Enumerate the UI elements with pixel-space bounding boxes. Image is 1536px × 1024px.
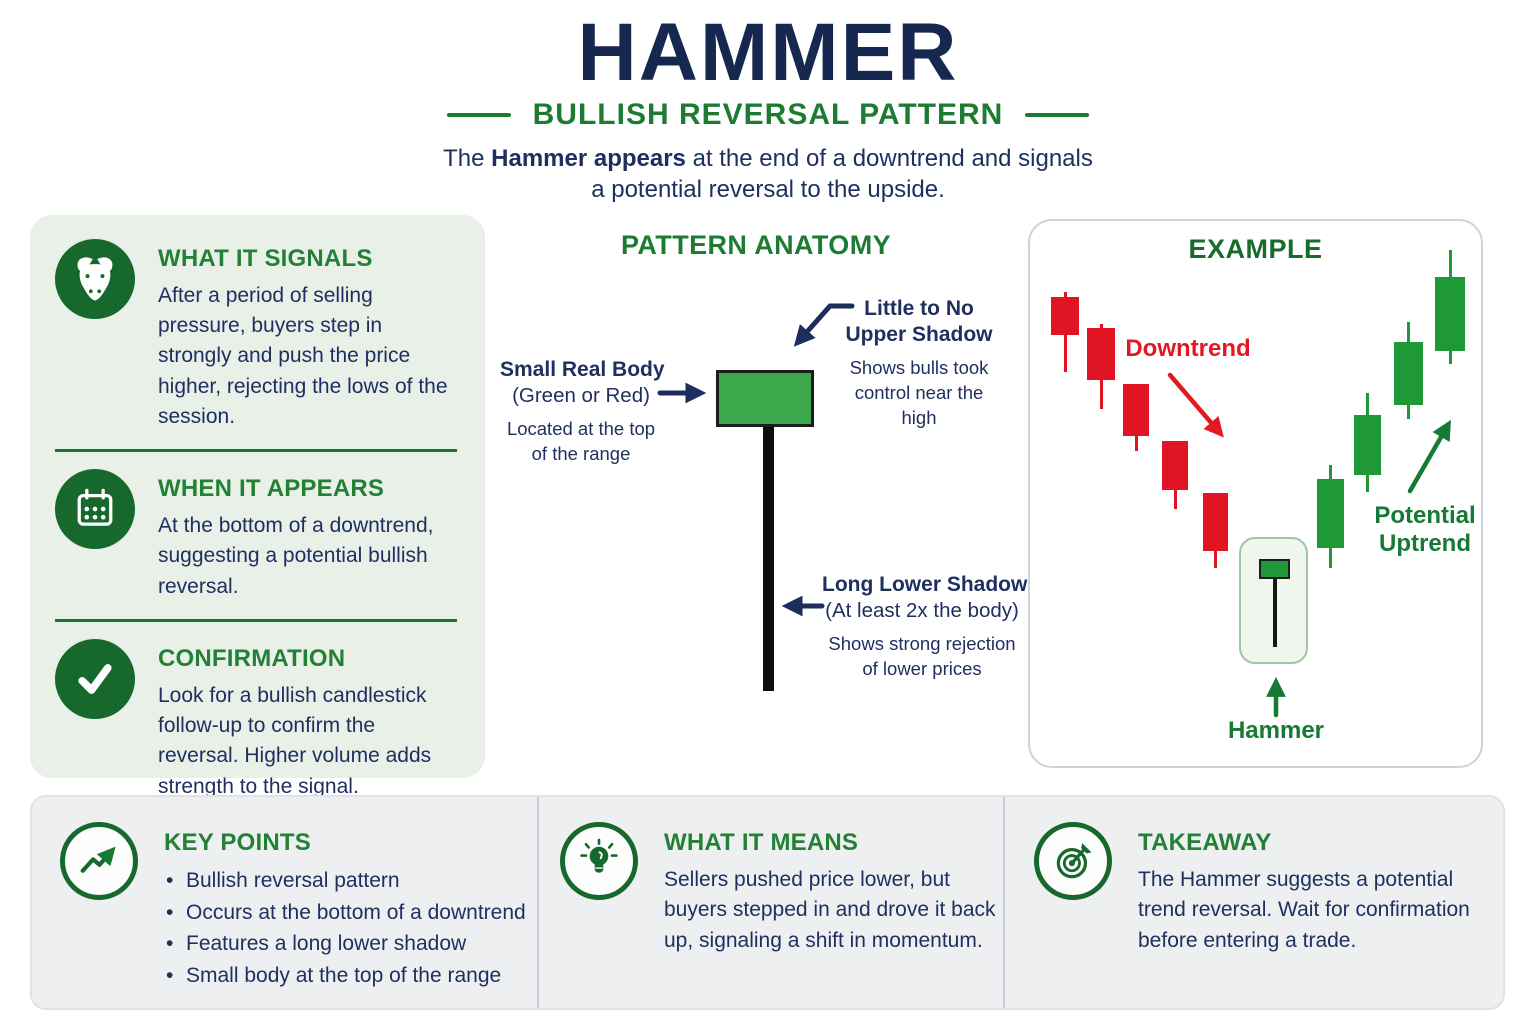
- bearish-candle-body: [1123, 384, 1149, 436]
- candle-lower-wick: [1214, 551, 1217, 568]
- section-key-points: KEY POINTS Bullish reversal patternOccur…: [32, 797, 539, 1008]
- signals-panel: WHAT IT SIGNALS After a period of sellin…: [30, 215, 485, 798]
- hammer-pointer-arrow: [1266, 677, 1286, 718]
- checkmark-icon: [55, 638, 135, 719]
- target-icon: [1034, 822, 1112, 900]
- page-title: HAMMER: [577, 7, 959, 98]
- description-prefix: The: [443, 145, 492, 172]
- downtrend-label: Downtrend: [1125, 335, 1251, 362]
- uptrend-arrow: [1407, 419, 1451, 494]
- bull-icon: [55, 239, 135, 319]
- bullet-item: Occurs at the bottom of a downtrend: [164, 897, 526, 929]
- label-title: Little to No Upper Shadow: [845, 297, 993, 346]
- subtitle-right-dash: [1025, 113, 1090, 117]
- uptrend-label: Potential Uptrend: [1374, 502, 1476, 557]
- bullish-candle-body: [1435, 277, 1465, 351]
- bullet-item: Small body at the top of the range: [164, 960, 526, 992]
- section-heading: WHAT IT MEANS: [664, 829, 859, 856]
- section-heading: TAKEAWAY: [1138, 829, 1272, 856]
- candle-upper-wick: [1366, 393, 1369, 415]
- section-body: After a period of selling pressure, buye…: [158, 284, 448, 428]
- label-note: Shows strong rejection of lower prices: [828, 633, 1016, 680]
- subtitle-left-dash: [446, 113, 511, 117]
- label-title: Small Real Body: [500, 358, 665, 381]
- subtitle-row: BULLISH REVERSAL PATTERN: [0, 98, 1536, 132]
- description-bold: Hammer appears: [491, 145, 686, 172]
- bullet-item: Bullish reversal pattern: [164, 865, 526, 897]
- page-subtitle: BULLISH REVERSAL PATTERN: [532, 98, 1004, 131]
- section-body: At the bottom of a downtrend, suggesting…: [158, 514, 434, 598]
- description-rest: at the end of a downtrend and signals: [685, 145, 1093, 172]
- label-subtitle: (At least 2x the body): [825, 598, 1019, 622]
- lightbulb-icon: [560, 822, 638, 900]
- anatomy-label-upper-shadow: Little to No Upper Shadow Shows bulls to…: [843, 296, 995, 431]
- anatomy-title: PATTERN ANATOMY: [621, 230, 891, 260]
- section-heading: CONFIRMATION: [158, 644, 346, 672]
- anatomy-label-lower-shadow: Long Lower Shadow (At least 2x the body)…: [822, 572, 1028, 682]
- description-line2: a potential reversal to the upside.: [591, 175, 945, 203]
- bullish-candle-body: [1394, 342, 1423, 405]
- bearish-candle-body: [1162, 441, 1188, 490]
- anatomy-candle-body: [716, 370, 814, 427]
- candle-lower-wick: [1366, 475, 1369, 492]
- label-subtitle: (Green or Red): [512, 383, 650, 407]
- candle-lower-wick: [1407, 405, 1410, 419]
- trend-up-icon: [60, 822, 138, 900]
- divider: [55, 618, 457, 622]
- section-takeaway: TAKEAWAY The Hammer suggests a potential…: [1005, 797, 1503, 1008]
- candle-upper-wick: [1099, 324, 1103, 328]
- bullet-item: Features a long lower shadow: [164, 928, 526, 960]
- calendar-icon: [55, 469, 135, 550]
- candle-lower-wick: [1272, 579, 1277, 647]
- section-what-it-means: WHAT IT MEANS Sellers pushed price lower…: [539, 797, 1005, 1008]
- downtrend-arrow: [1167, 372, 1224, 438]
- candle-lower-wick: [1099, 380, 1103, 409]
- hammer-candle-body: [1259, 559, 1290, 579]
- candle-upper-wick: [1063, 292, 1067, 297]
- candle-upper-wick: [1329, 465, 1332, 479]
- hammer-label: Hammer: [1227, 717, 1325, 744]
- lower-shadow-pointer-arrow: [781, 595, 825, 617]
- bullish-candle-body: [1317, 479, 1344, 548]
- bearish-candle-body: [1087, 328, 1115, 380]
- section-confirmation: CONFIRMATION Look for a bullish candlest…: [55, 638, 459, 802]
- summary-bar: KEY POINTS Bullish reversal patternOccur…: [30, 795, 1505, 1010]
- divider: [55, 449, 457, 453]
- section-body: Sellers pushed price lower, but buyers s…: [664, 868, 996, 952]
- candle-upper-wick: [1448, 250, 1452, 277]
- anatomy-candle-wick: [763, 425, 774, 691]
- anatomy-label-small-body: Small Real Body (Green or Red) Located a…: [500, 357, 665, 467]
- section-heading: KEY POINTS: [164, 829, 311, 856]
- candle-lower-wick: [1448, 351, 1452, 364]
- section-when-it-appears: WHEN IT APPEARS At the bottom of a downt…: [55, 469, 459, 602]
- upper-shadow-pointer-arrow: [793, 303, 855, 347]
- candle-upper-wick: [1407, 322, 1410, 342]
- section-body: The Hammer suggests a potential trend re…: [1138, 868, 1470, 952]
- candle-lower-wick: [1329, 548, 1332, 568]
- section-heading: WHAT IT SIGNALS: [158, 245, 373, 272]
- section-heading: WHEN IT APPEARS: [158, 475, 385, 503]
- description: The Hammer appears at the end of a downt…: [0, 144, 1536, 205]
- candle-lower-wick: [1134, 436, 1138, 451]
- label-title: Long Lower Shadow: [822, 573, 1028, 596]
- key-points-list: Bullish reversal patternOccurs at the bo…: [164, 865, 526, 991]
- header: HAMMER BULLISH REVERSAL PATTERN The Hamm…: [0, 0, 1536, 205]
- section-body: Look for a bullish candlestick follow-up…: [158, 683, 432, 798]
- bearish-candle-body: [1203, 493, 1228, 551]
- label-note: Shows bulls took control near the high: [849, 357, 989, 429]
- example-panel: EXAMPLE Downtrend Potential Uptrend Hamm…: [1028, 219, 1483, 768]
- bearish-candle-body: [1051, 297, 1079, 335]
- candle-lower-wick: [1063, 335, 1067, 372]
- example-title: EXAMPLE: [1188, 234, 1323, 264]
- label-note: Located at the top of the range: [506, 418, 656, 465]
- bullish-candle-body: [1354, 415, 1381, 475]
- candle-lower-wick: [1173, 490, 1177, 509]
- section-what-it-signals: WHAT IT SIGNALS After a period of sellin…: [55, 239, 459, 432]
- body-pointer-arrow: [657, 382, 707, 404]
